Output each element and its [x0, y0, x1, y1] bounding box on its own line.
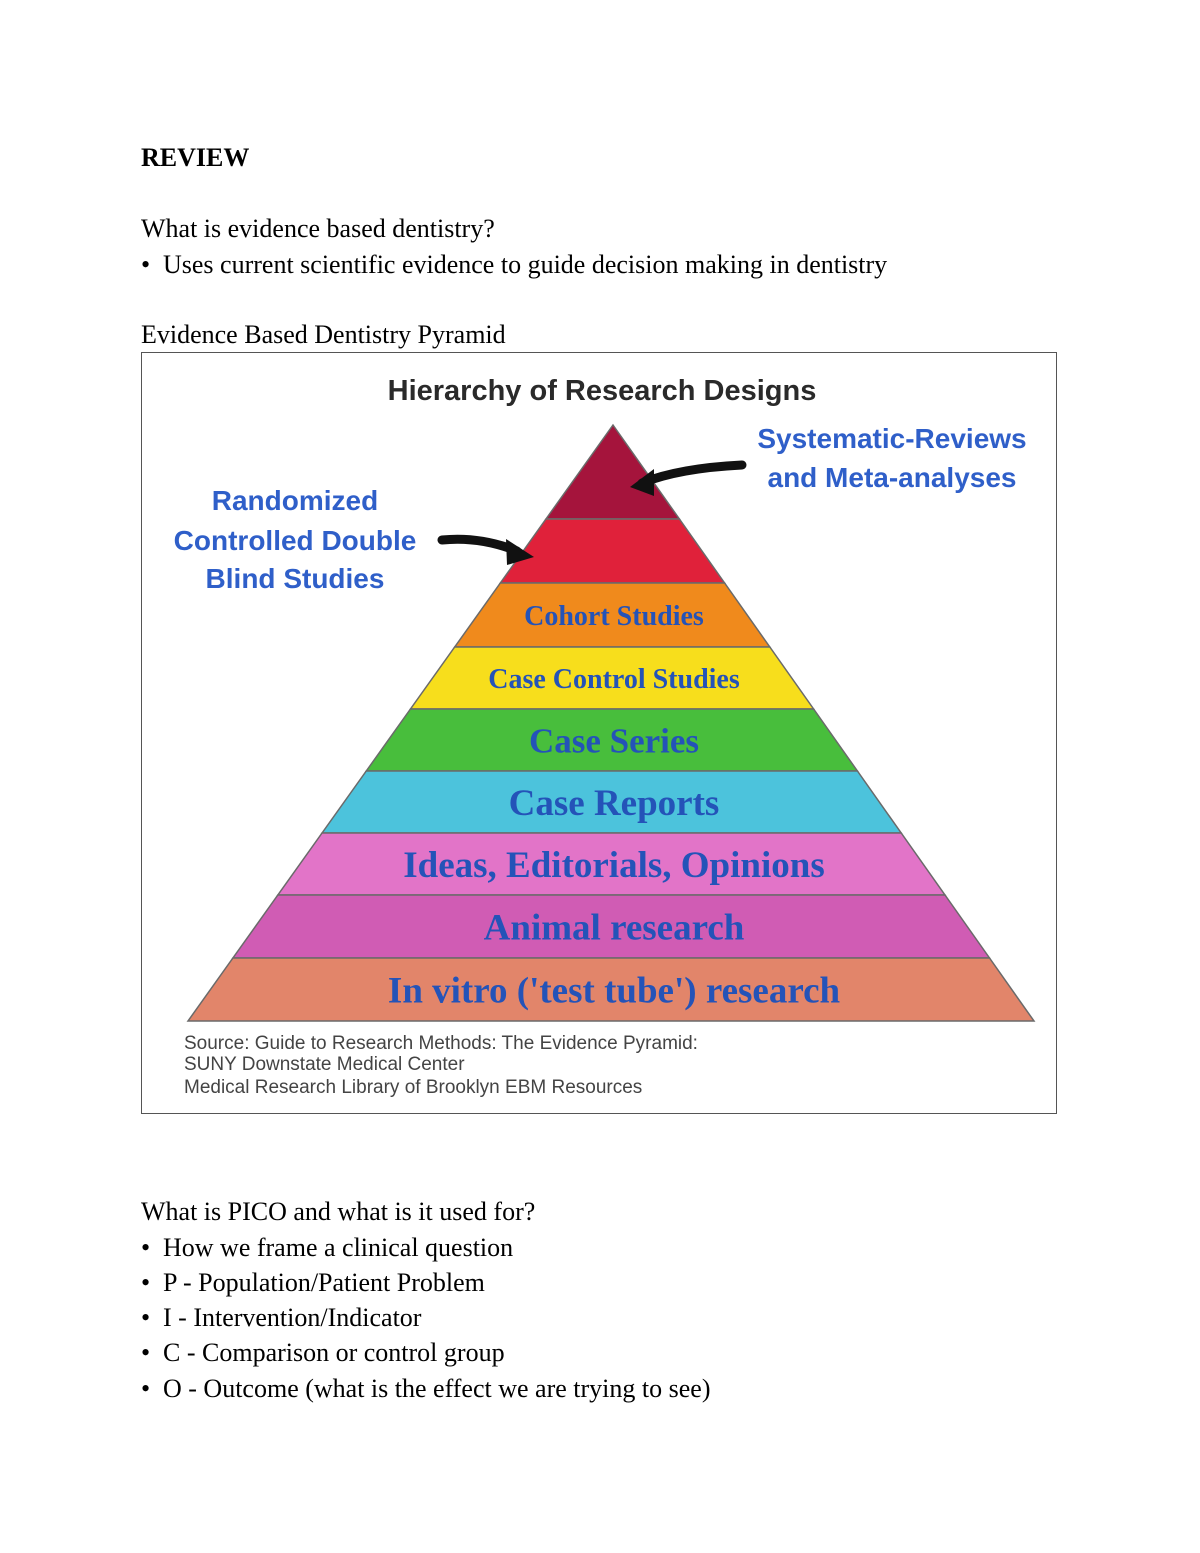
- callout-meta-analyses: and Meta-analyses: [768, 462, 1017, 493]
- list-item: C - Comparison or control group: [141, 1338, 505, 1368]
- callout-controlled-double: Controlled Double: [174, 525, 417, 556]
- callout-systematic-reviews: Systematic-Reviews: [757, 423, 1026, 454]
- source-line-2: SUNY Downstate Medical Center: [184, 1054, 465, 1075]
- pyramid-tier-label: Ideas, Editorials, Opinions: [403, 845, 825, 886]
- pyramid-tier-label: Cohort Studies: [524, 601, 704, 632]
- question-ebd: What is evidence based dentistry?: [141, 214, 495, 243]
- figure-title: Hierarchy of Research Designs: [388, 375, 817, 407]
- arrow-icon: [437, 534, 534, 565]
- pyramid-tiers: [186, 423, 1036, 1022]
- callout-blind-studies: Blind Studies: [206, 563, 385, 594]
- pyramid-tier-label: Case Control Studies: [488, 664, 740, 695]
- list-item: How we frame a clinical question: [141, 1233, 513, 1263]
- pyramid-tier: [498, 518, 727, 584]
- pyramid-tier: [186, 957, 1036, 1022]
- source-line-3: Medical Research Library of Brooklyn EBM…: [184, 1077, 642, 1098]
- pyramid-tier-label: Case Series: [529, 721, 699, 760]
- arrow-icon: [630, 460, 747, 496]
- list-item: Uses current scientific evidence to guid…: [141, 250, 887, 280]
- pyramid-tier-label: Case Reports: [509, 783, 720, 824]
- pyramid-tier: [544, 423, 681, 520]
- page-heading: REVIEW: [141, 143, 250, 172]
- evidence-pyramid-figure: Hierarchy of Research Designs Cohort Stu…: [141, 352, 1057, 1114]
- list-item: I - Intervention/Indicator: [141, 1303, 421, 1333]
- list-item: P - Population/Patient Problem: [141, 1268, 485, 1298]
- pyramid-caption: Evidence Based Dentistry Pyramid: [141, 320, 506, 349]
- pyramid-tier-label: In vitro ('test tube') research: [388, 970, 841, 1011]
- list-item: O - Outcome (what is the effect we are t…: [141, 1374, 710, 1404]
- callout-randomized: Randomized: [212, 485, 378, 516]
- question-pico: What is PICO and what is it used for?: [141, 1197, 536, 1226]
- pyramid-tier-label: Animal research: [484, 907, 745, 948]
- pyramid-graphic: Hierarchy of Research Designs Cohort Stu…: [174, 375, 1036, 1098]
- source-line-1: Source: Guide to Research Methods: The E…: [184, 1033, 698, 1054]
